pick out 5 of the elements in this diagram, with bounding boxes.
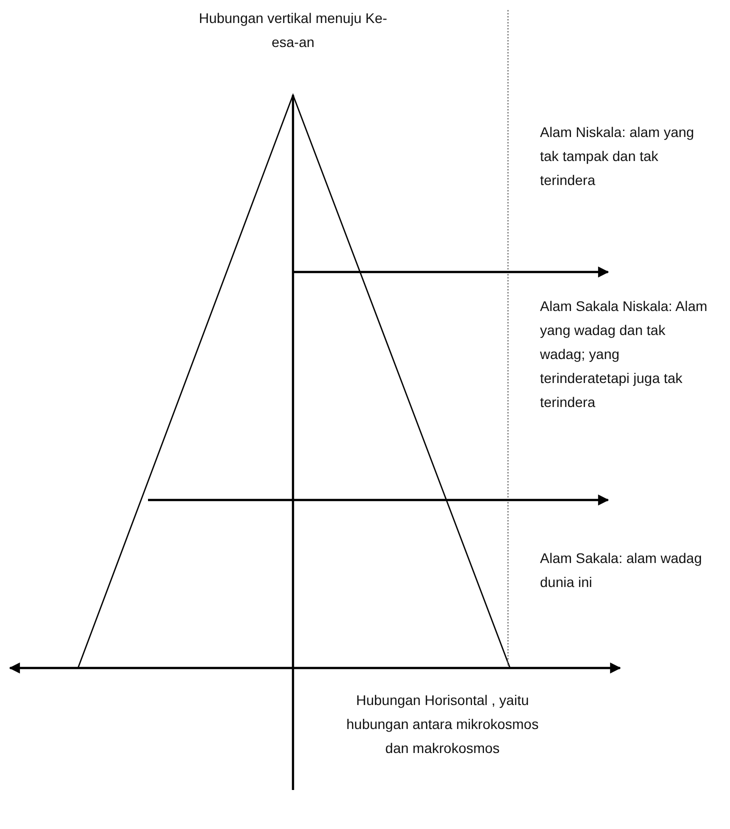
annotation-text: Alam Sakala: alam wadag dunia ini	[540, 549, 703, 592]
annotation-text: Hubungan Horisontal , yaitu hubungan antara mikrokosmos dan makrokosmos	[345, 691, 540, 758]
annotation-text: Alam Niskala: alam yang tak tampak dan tak terindera	[540, 123, 696, 190]
annotation-text: Hubungan vertikal menuju Ke-esa-an	[198, 9, 388, 52]
annotation-text: Alam Sakala Niskala: Alam yang wadag dan tak wadag; yang terinderatetapi juga tak terindera	[540, 297, 708, 412]
